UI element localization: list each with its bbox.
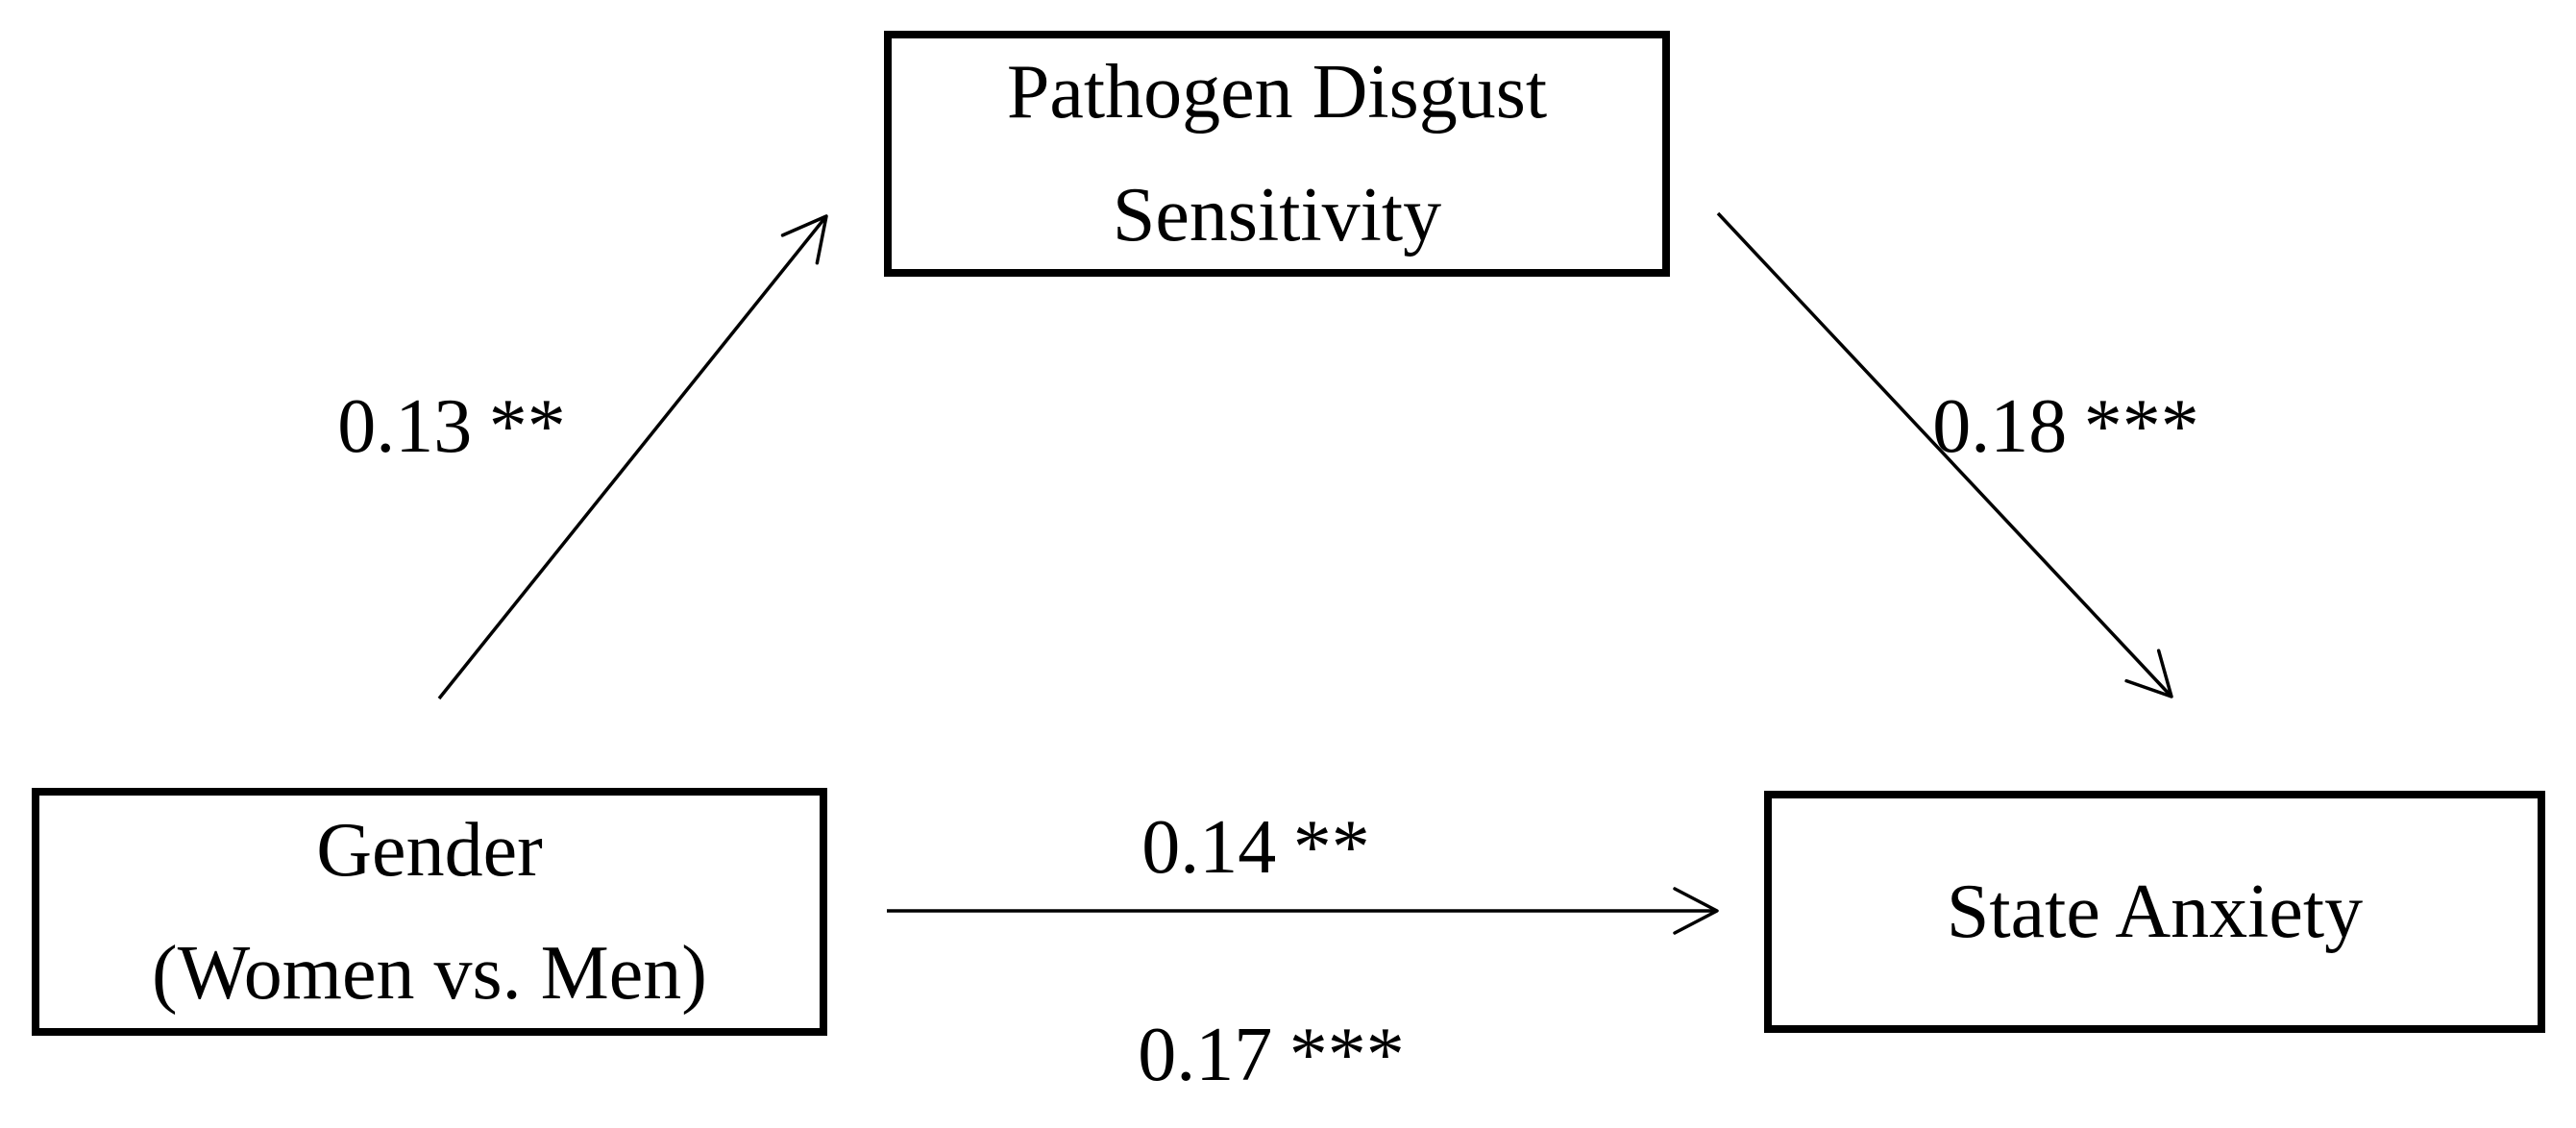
path-b-significance-stars: *** — [2083, 384, 2199, 469]
path-b-coefficient: 0.18 — [1932, 384, 2068, 469]
path-c-prime-coefficient-label: 0.14** — [1141, 809, 1370, 886]
path-a-significance-stars: ** — [488, 384, 566, 469]
mediator-node: Pathogen Disgust Sensitivity — [884, 31, 1670, 277]
mediator-label-line1: Pathogen Disgust — [1006, 50, 1548, 135]
outcome-node: State Anxiety — [1764, 791, 2545, 1033]
path-a-coefficient-label: 0.13** — [337, 388, 566, 465]
path-a-coefficient: 0.13 — [337, 384, 473, 469]
predictor-label-line2: (Women vs. Men) — [152, 931, 707, 1016]
path-a-arrow — [437, 214, 828, 700]
outcome-label-line1: State Anxiety — [1946, 870, 2364, 954]
predictor-label-line1: Gender — [316, 808, 543, 893]
path-c-total-coefficient: 0.17 — [1138, 1013, 1273, 1097]
path-b-coefficient-label: 0.18*** — [1932, 388, 2199, 465]
path-c-total-significance-stars: *** — [1288, 1013, 1405, 1097]
path-c-prime-significance-stars: ** — [1292, 805, 1370, 890]
mediator-label-line2: Sensitivity — [1112, 173, 1442, 257]
path-c-total-coefficient-label: 0.17*** — [1138, 1017, 1405, 1093]
predictor-node: Gender (Women vs. Men) — [32, 788, 827, 1036]
path-c-prime-coefficient: 0.14 — [1141, 805, 1277, 890]
path-b-arrow — [1716, 211, 2173, 699]
